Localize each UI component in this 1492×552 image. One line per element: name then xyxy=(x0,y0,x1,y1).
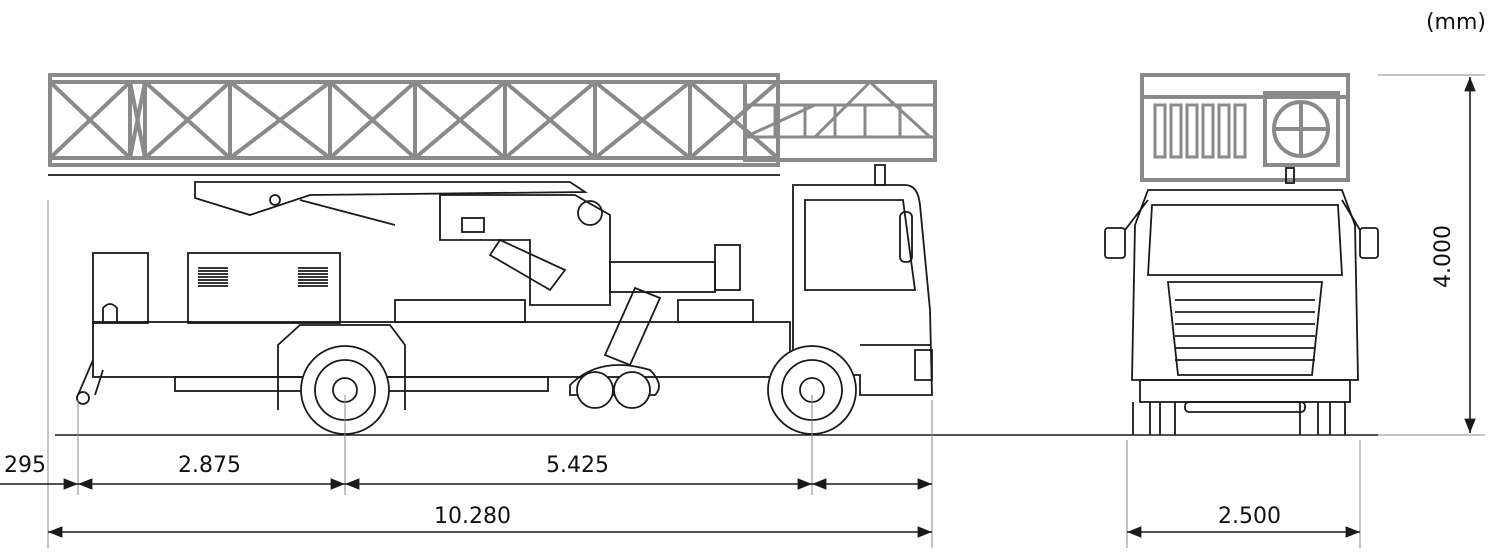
dim-5425: 5.425 xyxy=(546,453,609,478)
truck-side-view xyxy=(76,164,933,435)
dim-2875: 2.875 xyxy=(178,453,241,478)
truck-front-view xyxy=(1104,73,1379,435)
dimension-lines xyxy=(0,74,1485,548)
dim-295: 295 xyxy=(4,453,46,478)
unit-label: (mm) xyxy=(1425,10,1486,35)
dim-2500: 2.500 xyxy=(1218,504,1281,529)
ladder-side-view xyxy=(48,73,937,176)
dim-4000: 4.000 xyxy=(1430,225,1456,288)
dim-10280: 10.280 xyxy=(434,504,511,529)
